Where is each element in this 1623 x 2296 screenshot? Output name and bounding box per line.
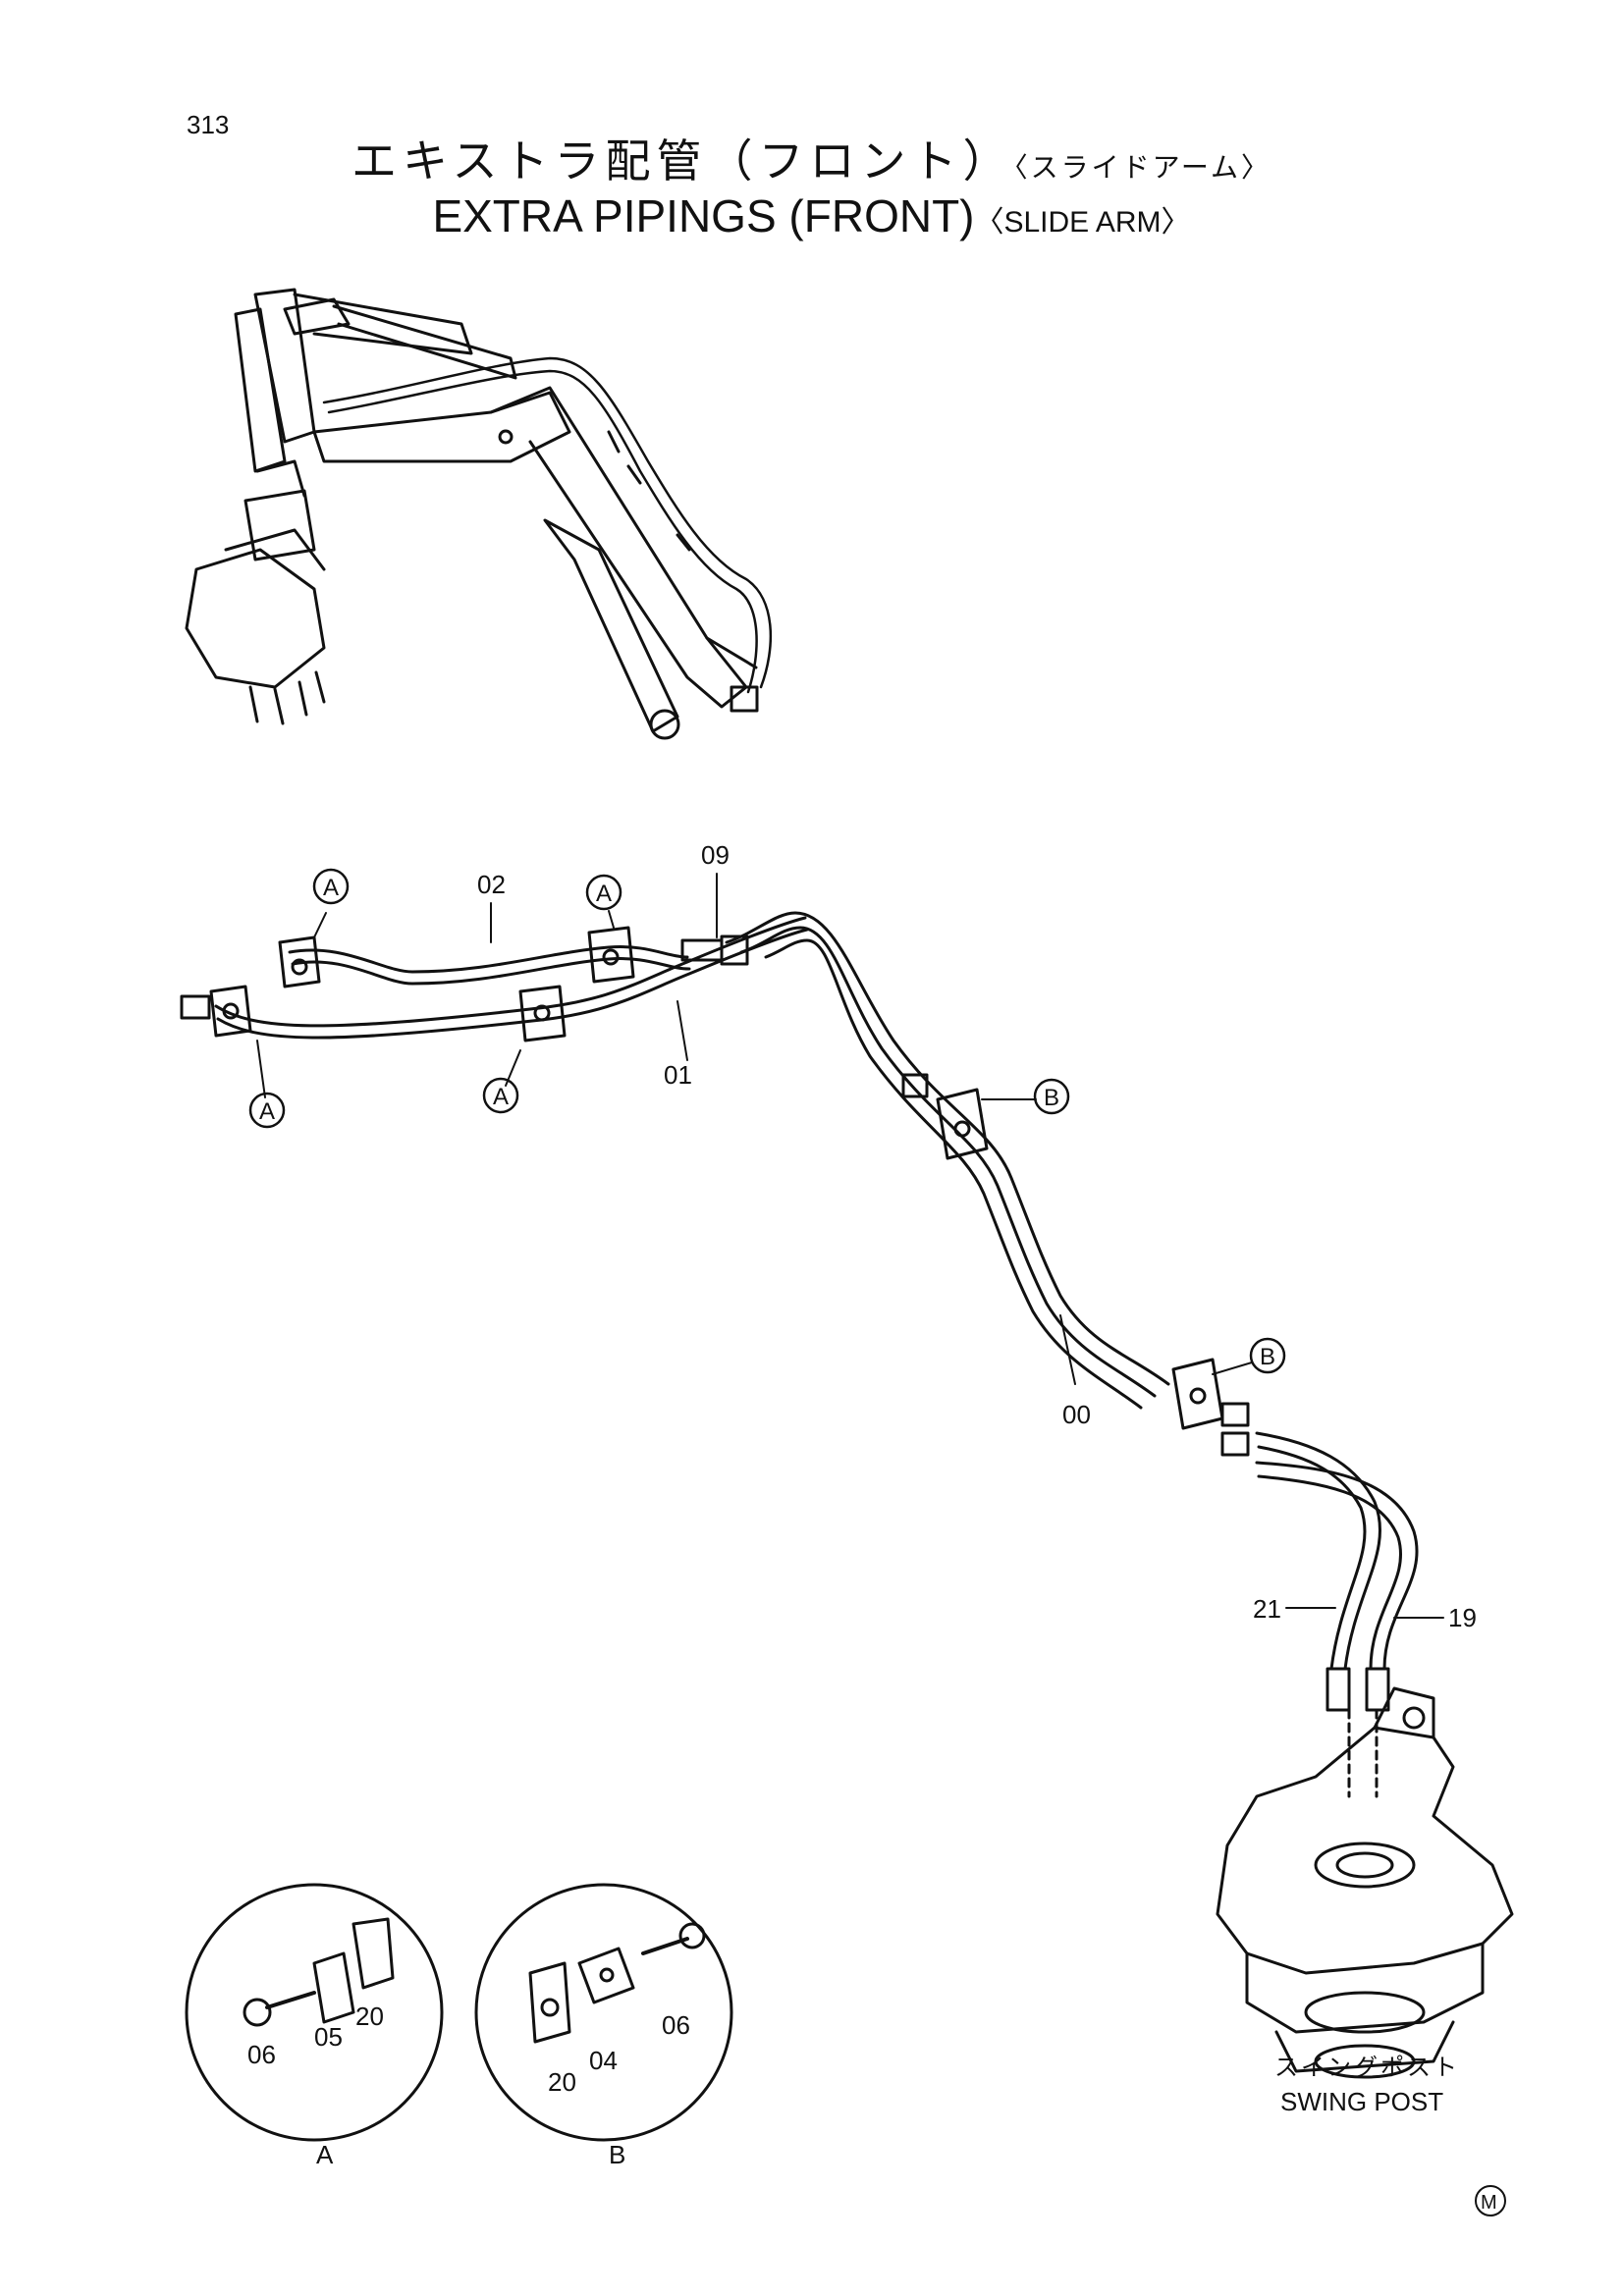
part-label-19: 19 xyxy=(1448,1603,1477,1632)
title-en-sub: 〈SLIDE ARM〉 xyxy=(974,206,1191,239)
pipe-00 xyxy=(725,911,1170,1410)
detail-a xyxy=(185,1883,444,2142)
detail-a-label-20: 20 xyxy=(355,2002,384,2031)
part-label-09: 09 xyxy=(701,840,730,870)
detail-a-label-06: 06 xyxy=(247,2040,276,2069)
clamp-a-middle-upper xyxy=(587,926,635,984)
callout-a-3: A xyxy=(596,881,612,907)
clamp-a-middle-lower xyxy=(518,985,567,1042)
fitting-09 xyxy=(680,934,749,966)
title-jp-main: エキストラ配管（フロント） xyxy=(351,134,1014,187)
clamp-a-left-lower xyxy=(180,985,252,1038)
callout-b-1: B xyxy=(1044,1085,1059,1111)
detail-b-label-06: 06 xyxy=(662,2010,690,2040)
detail-b-label-04: 04 xyxy=(589,2046,618,2075)
detail-b-label-20: 20 xyxy=(548,2067,576,2097)
part-label-01: 01 xyxy=(664,1060,692,1090)
callout-a-1: A xyxy=(323,875,339,901)
swing-post-caption-jp: スイングポスト xyxy=(1274,2054,1460,2081)
title-japanese: エキストラ配管（フロント）〈スライドアーム〉 xyxy=(0,126,1623,190)
clamp-b-upper xyxy=(901,1073,989,1160)
callout-a-4: A xyxy=(493,1084,509,1110)
hose-21 xyxy=(1255,1431,1381,1671)
clamp-b-lower xyxy=(1171,1358,1250,1457)
swing-post-illustration xyxy=(1216,1686,1514,2079)
leader-lines xyxy=(256,873,1444,1619)
detail-b-caption: B xyxy=(609,2140,625,2169)
detail-a-caption: A xyxy=(316,2140,334,2169)
title-jp-sub: 〈スライドアーム〉 xyxy=(1013,151,1272,184)
callout-a-2: A xyxy=(259,1098,275,1125)
swing-post-caption-en: SWING POST xyxy=(1280,2087,1443,2116)
pipe-01 xyxy=(214,916,809,1040)
callout-circles xyxy=(248,868,1506,2216)
part-label-00: 00 xyxy=(1062,1400,1091,1429)
pipe-02 xyxy=(288,945,691,986)
title-english: EXTRA PIPINGS (FRONT)〈SLIDE ARM〉 xyxy=(0,189,1623,242)
page-number: 313 xyxy=(187,110,230,139)
excavator-front-illustration xyxy=(185,288,773,740)
manufacturer-mark: M xyxy=(1481,2192,1497,2214)
detail-b xyxy=(474,1883,733,2142)
callout-b-2: B xyxy=(1260,1344,1275,1370)
title-en-main: EXTRA PIPINGS (FRONT) xyxy=(432,190,975,241)
clamp-a-left-upper xyxy=(278,935,321,988)
part-label-02: 02 xyxy=(477,870,506,899)
part-label-21: 21 xyxy=(1253,1594,1281,1624)
detail-a-label-05: 05 xyxy=(314,2022,343,2052)
